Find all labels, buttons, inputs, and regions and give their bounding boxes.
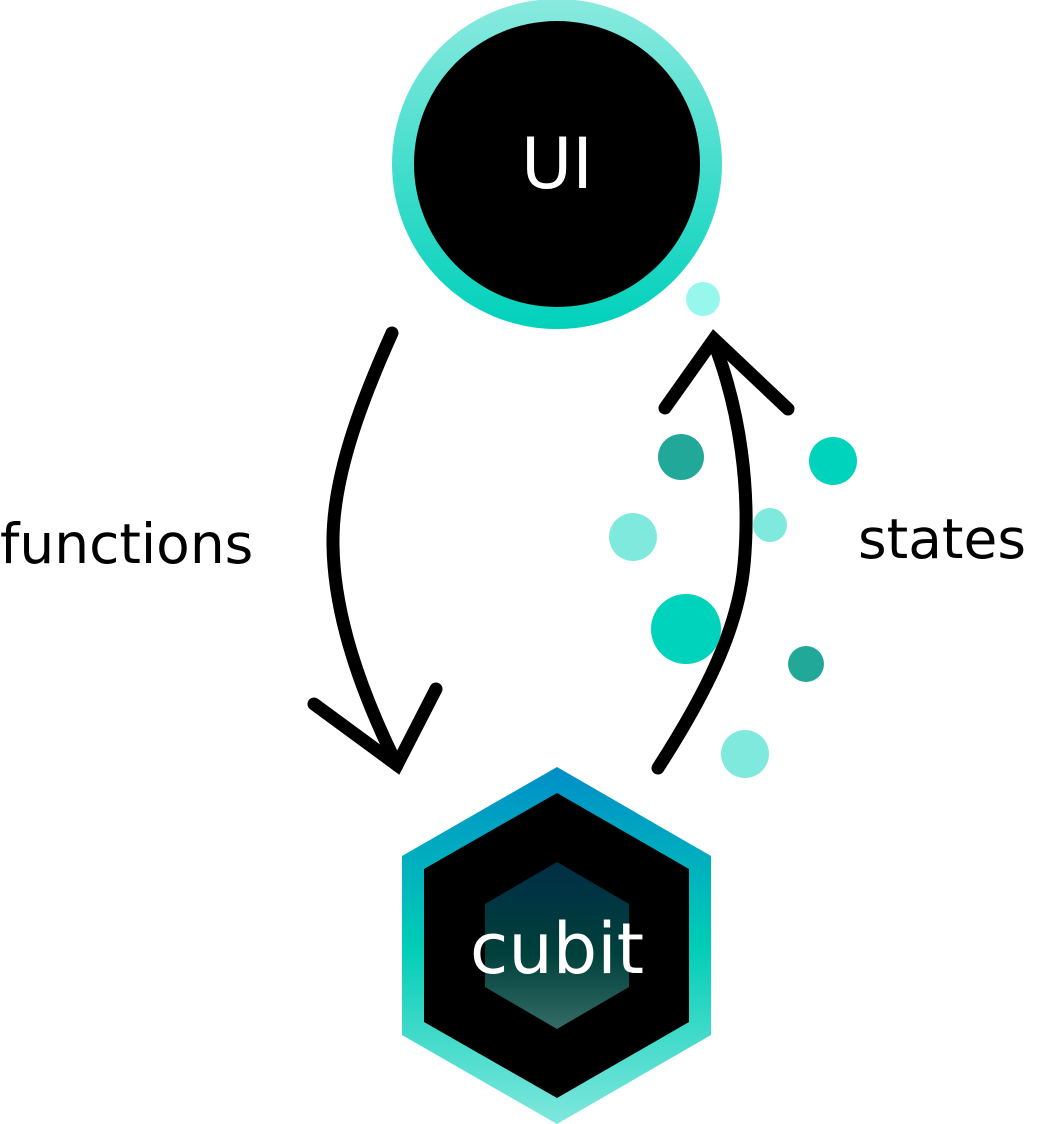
ui-node: UI — [392, 0, 722, 329]
functions-label: functions — [0, 512, 253, 576]
state-dot — [651, 594, 721, 664]
functions-arrow-head — [307, 682, 443, 775]
state-dot — [809, 437, 857, 485]
state-dot — [753, 508, 787, 542]
cubit-node-inner-hexagon — [485, 862, 629, 1029]
state-dot — [658, 434, 704, 480]
functions-arrow — [307, 326, 443, 775]
state-dot — [788, 646, 824, 682]
state-dot — [609, 513, 657, 561]
state-particles — [609, 282, 857, 778]
cubit-node: cubit — [402, 767, 711, 1124]
states-arrow — [651, 329, 795, 775]
states-arrow-shaft — [651, 336, 753, 775]
functions-arrow-shaft — [326, 326, 404, 772]
states-label: states — [858, 507, 1026, 571]
ui-node-core — [414, 21, 700, 307]
states-arrow-head — [658, 329, 795, 416]
cubit-node-label: cubit — [470, 908, 644, 990]
ui-node-label: UI — [521, 123, 593, 205]
state-dot — [686, 282, 720, 316]
state-dot — [721, 730, 769, 778]
